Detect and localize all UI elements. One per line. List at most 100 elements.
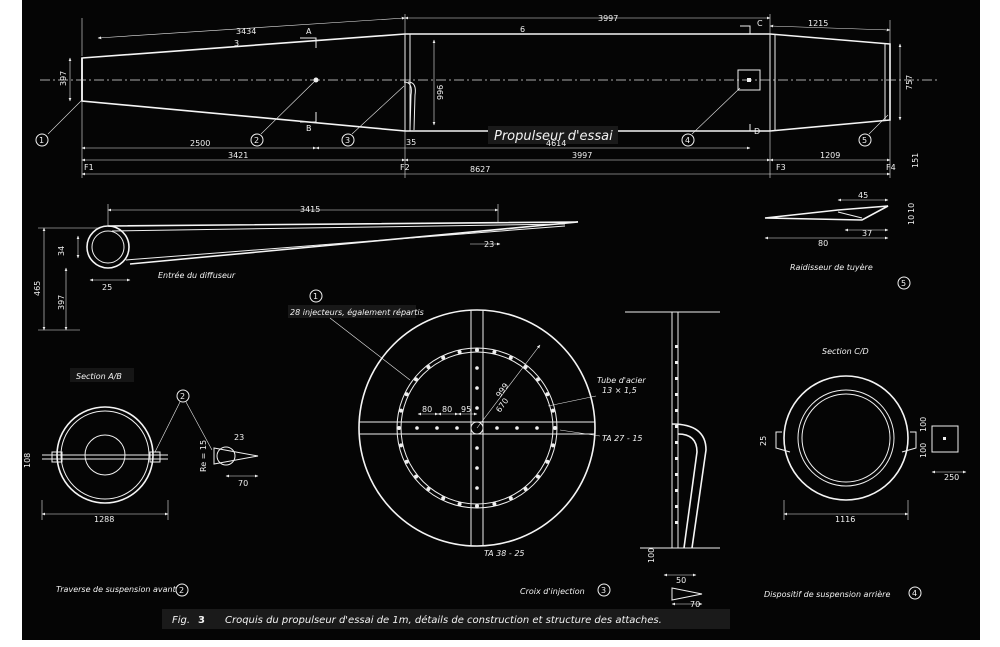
section-cd-dim-100a: 100: [919, 417, 928, 432]
side-dot: [675, 377, 678, 380]
injector-dot: [545, 459, 550, 464]
side-dot: [675, 409, 678, 412]
arm-dot: [515, 426, 519, 430]
dim-top-3997: 3997: [598, 14, 618, 23]
injector-dot: [404, 392, 409, 397]
drawing-title: Propulseur d'essai: [494, 129, 613, 144]
injection-caption-num: 3: [601, 586, 606, 595]
injector-dots: [397, 348, 557, 508]
injector-dot: [523, 487, 528, 491]
diffuser-dim-25: 25: [102, 283, 112, 292]
side-dot: [675, 425, 678, 428]
injector-dot: [397, 426, 401, 430]
callout-5: 5: [862, 136, 867, 145]
section-ab-detail: Section A/B 1288 108 23 Re = 15 70 2 Tra…: [23, 368, 259, 597]
injector-dot: [399, 408, 403, 413]
dim-4614: 4614: [546, 139, 566, 148]
injection-callout: 1: [313, 292, 318, 301]
section-ab-caption-num: 2: [179, 586, 184, 595]
injector-dot: [523, 365, 528, 369]
injector-dot: [426, 487, 431, 491]
cross-dim-80a: 80: [422, 405, 432, 414]
injector-dot: [536, 474, 540, 479]
diffuser-dim-34: 34: [57, 246, 66, 256]
section-cd-caption-num: 4: [912, 589, 917, 598]
figure-label: Fig.: [172, 615, 190, 626]
section-mark-a: A: [306, 27, 312, 36]
injector-dot: [441, 496, 446, 501]
injection-caption: Croix d'injection: [520, 587, 585, 596]
stiffener-dim-45: 45: [858, 191, 868, 200]
arm-dot: [475, 466, 479, 470]
section-ab-dim-108: 108: [23, 453, 32, 468]
dim-397-left: 397: [59, 71, 68, 86]
injector-dot: [414, 474, 418, 479]
section-mark-b: B: [306, 124, 312, 133]
side-dim-100: 100: [647, 548, 656, 563]
injector-dot: [492, 350, 497, 354]
dim-top-3434: 3434: [236, 27, 256, 36]
injector-dot: [426, 365, 431, 369]
injector-dot: [545, 392, 550, 397]
section-ab-dim-70: 70: [238, 479, 248, 488]
small-mark-3: 3: [234, 39, 239, 48]
diffuser-dim-23: 23: [484, 240, 494, 249]
station-f1: F1: [84, 163, 94, 172]
section-cd-dim-1116: 1116: [835, 515, 855, 524]
side-dim-70: 70: [690, 600, 700, 609]
section-cd-title: Section C/D: [822, 347, 869, 356]
side-injector-dots: [675, 345, 678, 524]
cross-dim-80b: 80: [442, 405, 452, 414]
callout-3: 3: [345, 136, 350, 145]
tube-size: 13 × 1,5: [602, 386, 637, 395]
section-ab-title: Section A/B: [76, 372, 122, 381]
small-mark-6: 6: [520, 25, 525, 34]
injector-dot: [475, 348, 479, 352]
stiffener-dim-10b: 10: [907, 215, 916, 225]
side-dot: [675, 521, 678, 524]
cross-dim-95: 95: [461, 405, 471, 414]
section-ab-caption: Traverse de suspension avant: [56, 585, 177, 594]
cross-dim-670: 670: [494, 396, 510, 414]
callout-4: 4: [685, 136, 690, 145]
dim-996: 996: [436, 85, 445, 100]
injector-dot: [414, 377, 418, 382]
diffuser-dim-465: 465: [33, 281, 42, 296]
diffuser-dim-3415: 3415: [300, 205, 320, 214]
nozzle-stiffener-detail: 45 37 80 10 10 Raidisseur de tuyère 5: [764, 191, 916, 290]
ta-bottom: TA 38 - 25: [484, 549, 525, 558]
section-cd-dim-100b: 100: [919, 443, 928, 458]
dim-3421: 3421: [228, 151, 248, 160]
arm-dot: [475, 406, 479, 410]
callout-1: 1: [39, 136, 44, 145]
injector-dot: [457, 502, 462, 506]
station-f4: F4: [886, 163, 896, 172]
side-dot: [675, 457, 678, 460]
blueprint-board: [22, 0, 980, 640]
stiffener-callout: 5: [901, 279, 906, 288]
side-dot: [675, 393, 678, 396]
injector-dot: [508, 355, 513, 360]
arm-dot: [475, 486, 479, 490]
dim-757: 757: [905, 75, 914, 90]
injection-cross-detail: 1 28 injecteurs, également répartis 80 8…: [288, 289, 646, 597]
section-ab-dim-re: Re = 15: [199, 440, 208, 472]
side-dot: [675, 505, 678, 508]
propulseur-top-view: 3434 3997 1215 A B C D 3 6 397 996 757 3…: [35, 14, 940, 178]
section-ab-dim-1288: 1288: [94, 515, 114, 524]
dim-35: 35: [406, 138, 416, 147]
injector-dot: [508, 496, 513, 501]
arm-dot: [435, 426, 439, 430]
diffuser-label: Entrée du diffuseur: [158, 270, 236, 280]
injector-dot: [536, 377, 540, 382]
section-cd-dim-250: 250: [944, 473, 959, 482]
cross-side-view: 100 50 70: [625, 311, 720, 609]
injector-dot: [492, 502, 497, 506]
diffuser-dim-397: 397: [57, 295, 66, 310]
injector-dot: [404, 459, 409, 464]
side-dim-50: 50: [676, 576, 686, 585]
callout-2: 2: [254, 136, 259, 145]
arm-dot: [475, 386, 479, 390]
injectors-note: 28 injecteurs, également répartis: [290, 307, 424, 317]
